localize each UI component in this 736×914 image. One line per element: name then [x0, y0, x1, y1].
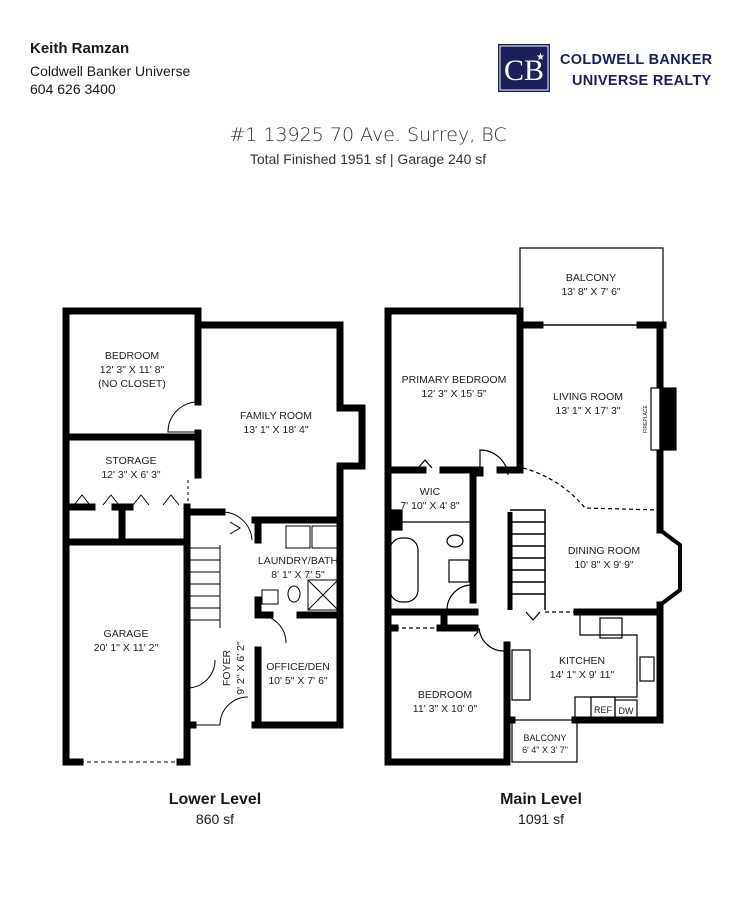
room-dims: 13' 1" X 17' 3": [555, 405, 621, 417]
room-name: OFFICE/DEN: [266, 661, 330, 673]
fireplace-icon: [659, 387, 677, 451]
room-dining-room: DINING ROOM 10' 8" X 9' 9": [568, 544, 640, 572]
agent-phone: 604 626 3400: [30, 81, 116, 97]
room-name: LAUNDRY/BATH: [257, 555, 339, 567]
room-dims: 12' 3" X 6' 3": [101, 469, 161, 481]
agent-company: Coldwell Banker Universe: [30, 63, 191, 79]
level-name: Main Level: [500, 791, 582, 808]
room-foyer: FOYER 9' 2" X 6' 2": [220, 641, 248, 695]
room-laundry-bath: LAUNDRY/BATH 8' 1" X 7' 5": [258, 554, 338, 582]
svg-text:CB: CB: [504, 54, 544, 87]
room-name: DINING ROOM: [567, 545, 641, 557]
room-dims: 12' 3" X 15' 5": [421, 388, 487, 400]
room-small-balcony: BALCONY 6' 4" X 3' 7": [522, 732, 568, 756]
room-name: GARAGE: [103, 628, 149, 640]
dw-label: DW: [618, 706, 634, 716]
lower-level-caption: Lower Level 860 sf: [169, 791, 261, 827]
room-dims: 14' 1" X 9' 11": [549, 669, 615, 681]
room-lower-bedroom: BEDROOM 12' 3" X 11' 8" (NO CLOSET): [98, 349, 166, 391]
level-area: 1091 sf: [518, 811, 564, 827]
room-name: BALCONY: [565, 272, 617, 284]
room-dims: 7' 10" X 4' 8": [400, 500, 460, 512]
room-name: PRIMARY BEDROOM: [401, 374, 507, 386]
room-dims: 9' 2" X 6' 2": [235, 641, 247, 695]
room-name: STORAGE: [105, 455, 157, 467]
room-name: WIC: [419, 486, 441, 498]
brand-logo: CB ★: [498, 44, 550, 92]
room-dims: 10' 8" X 9' 9": [574, 559, 634, 571]
svg-text:★: ★: [536, 52, 545, 63]
room-dims: 20' 1" X 11' 2": [93, 642, 159, 654]
room-living-room: LIVING ROOM 13' 1" X 17' 3": [553, 390, 623, 418]
lower-level-details: [73, 310, 339, 763]
room-dims: 6' 4" X 3' 7": [522, 745, 568, 755]
agent-name: Keith Ramzan: [30, 40, 130, 57]
room-primary-bedroom: PRIMARY BEDROOM 12' 3" X 15' 5": [402, 373, 507, 401]
room-family-room: FAMILY ROOM 13' 1" X 18' 4": [240, 409, 312, 437]
room-dims: 13' 8" X 7' 6": [561, 286, 621, 298]
cb-logo-icon: CB ★: [499, 45, 549, 91]
room-office-den: OFFICE/DEN 10' 5" X 7' 6": [266, 660, 330, 688]
property-address: #1 13925 70 Ave. Surrey, BC: [229, 124, 507, 146]
room-name: KITCHEN: [558, 655, 606, 667]
main-level-details: [387, 247, 682, 763]
level-area: 860 sf: [195, 811, 235, 827]
main-level-caption: Main Level 1091 sf: [500, 791, 582, 827]
ref-label: REF: [594, 705, 612, 715]
room-balcony: BALCONY 13' 8" X 7' 6": [561, 271, 620, 299]
room-dims: 10' 5" X 7' 6": [268, 675, 328, 687]
room-name: FOYER: [221, 649, 233, 687]
level-name: Lower Level: [168, 791, 262, 808]
room-dims: 11' 3" X 10' 0": [412, 703, 478, 715]
room-name: FAMILY ROOM: [240, 410, 312, 422]
room-name: BEDROOM: [417, 689, 473, 701]
room-name: BALCONY: [523, 733, 567, 743]
room-note: (NO CLOSET): [98, 378, 166, 390]
room-dims: 12' 3" X 11' 8": [99, 364, 165, 376]
room-main-bedroom: BEDROOM 11' 3" X 10' 0": [413, 688, 477, 716]
brand-line2: UNIVERSE REALTY: [572, 73, 712, 89]
room-storage: STORAGE 12' 3" X 6' 3": [101, 454, 160, 482]
lower-level-walls: [62, 307, 366, 766]
room-dims: 13' 1" X 18' 4": [243, 424, 309, 436]
room-name: BEDROOM: [104, 350, 160, 362]
room-wic: WIC 7' 10" X 4' 8": [400, 485, 459, 513]
fireplace-label: FIREPLACE: [643, 405, 649, 433]
room-dims: 8' 1" X 7' 5": [271, 569, 325, 581]
property-totals: Total Finished 1951 sf | Garage 240 sf: [249, 151, 487, 167]
room-name: LIVING ROOM: [552, 391, 624, 403]
room-garage: GARAGE 20' 1" X 11' 2": [94, 627, 158, 655]
room-kitchen: KITCHEN 14' 1" X 9' 11": [550, 654, 614, 682]
brand-line1: COLDWELL BANKER: [560, 52, 713, 68]
